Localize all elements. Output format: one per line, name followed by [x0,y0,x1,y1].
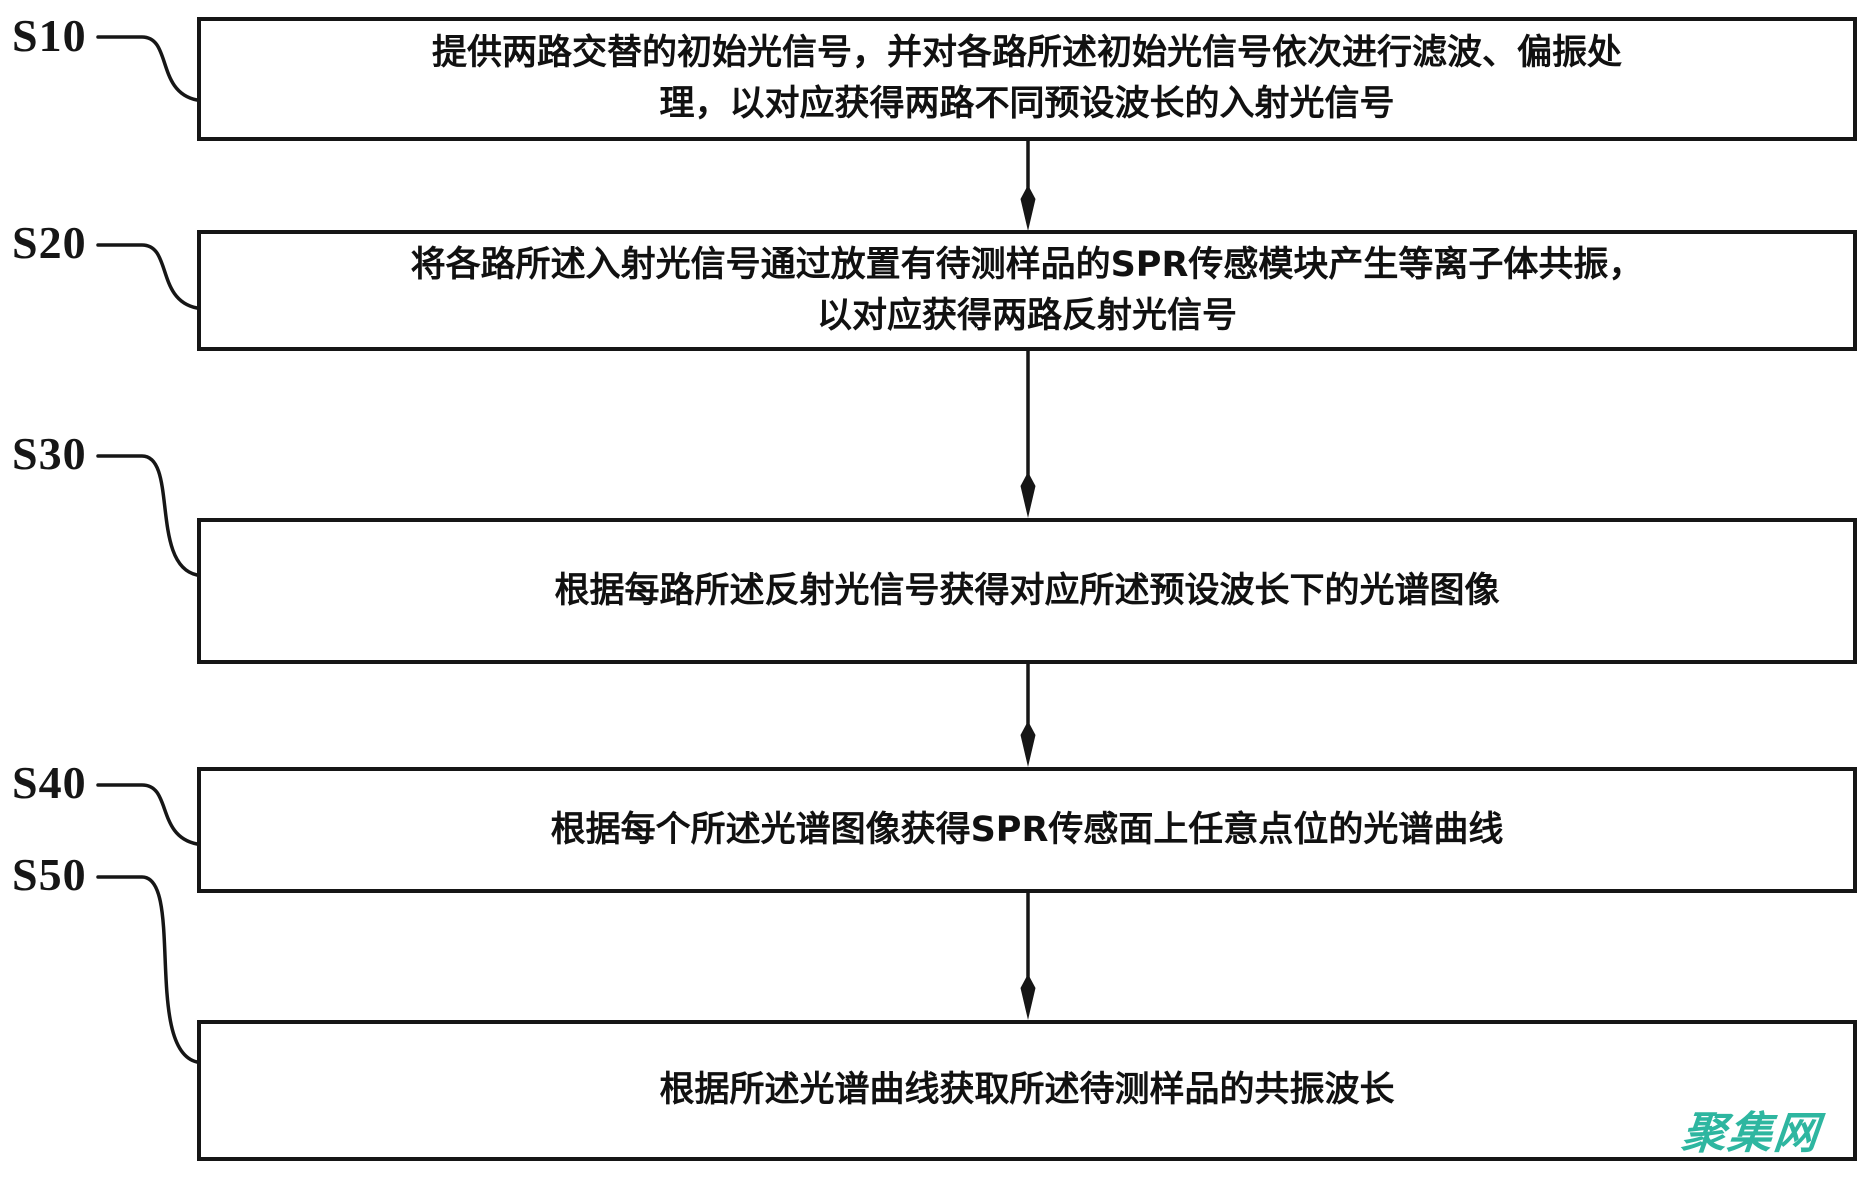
flow-box-s30: 根据每路所述反射光信号获得对应所述预设波长下的光谱图像 [197,518,1857,664]
down-arrow-icon [1020,351,1036,518]
flow-box-s10: 提供两路交替的初始光信号，并对各路所述初始光信号依次进行滤波、偏振处 理，以对应… [197,17,1857,141]
flow-box-text-line: 根据所述光谱曲线获取所述待测样品的共振波长 [659,1070,1395,1111]
flow-box-s50: 根据所述光谱曲线获取所述待测样品的共振波长 [197,1020,1857,1161]
down-arrow-icon [1020,664,1036,767]
step-label-s50: S50 [12,849,87,900]
flow-box-text-line: 根据每个所述光谱图像获得SPR传感面上任意点位的光谱曲线 [550,809,1504,850]
down-arrow-icon [1020,141,1036,231]
connector-curve-s10 [96,35,199,102]
step-label-s20: S20 [12,217,87,268]
connector-curve-s50 [96,875,199,1064]
flow-box-text-line: 将各路所述入射光信号通过放置有待测样品的SPR传感模块产生等离子体共振， [410,244,1644,285]
step-label-s40: S40 [12,757,87,808]
watermark: 聚集网 [1679,1108,1823,1159]
flow-box-text-line: 提供两路交替的初始光信号，并对各路所述初始光信号依次进行滤波、偏振处 [431,33,1622,74]
flow-box-text-line: 以对应获得两路反射光信号 [816,295,1237,336]
step-label-s10: S10 [12,10,87,61]
down-arrow-icon [1020,893,1036,1020]
connector-curve-s30 [96,454,199,577]
flow-box-s20: 将各路所述入射光信号通过放置有待测样品的SPR传感模块产生等离子体共振， 以对应… [197,230,1857,351]
flow-box-s40: 根据每个所述光谱图像获得SPR传感面上任意点位的光谱曲线 [197,767,1857,893]
connector-curve-s20 [96,243,199,310]
step-label-s30: S30 [12,428,87,479]
flow-box-text-line: 根据每路所述反射光信号获得对应所述预设波长下的光谱图像 [554,570,1500,611]
flow-box-text-line: 理，以对应获得两路不同预设波长的入射光信号 [659,84,1395,124]
connector-curve-s40 [96,783,199,846]
